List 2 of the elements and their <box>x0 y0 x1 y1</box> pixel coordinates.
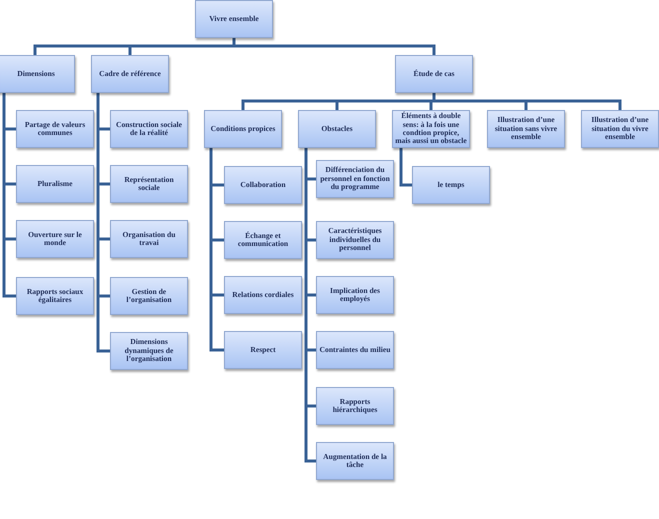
connector-line <box>96 93 110 352</box>
connector-line <box>304 148 316 462</box>
